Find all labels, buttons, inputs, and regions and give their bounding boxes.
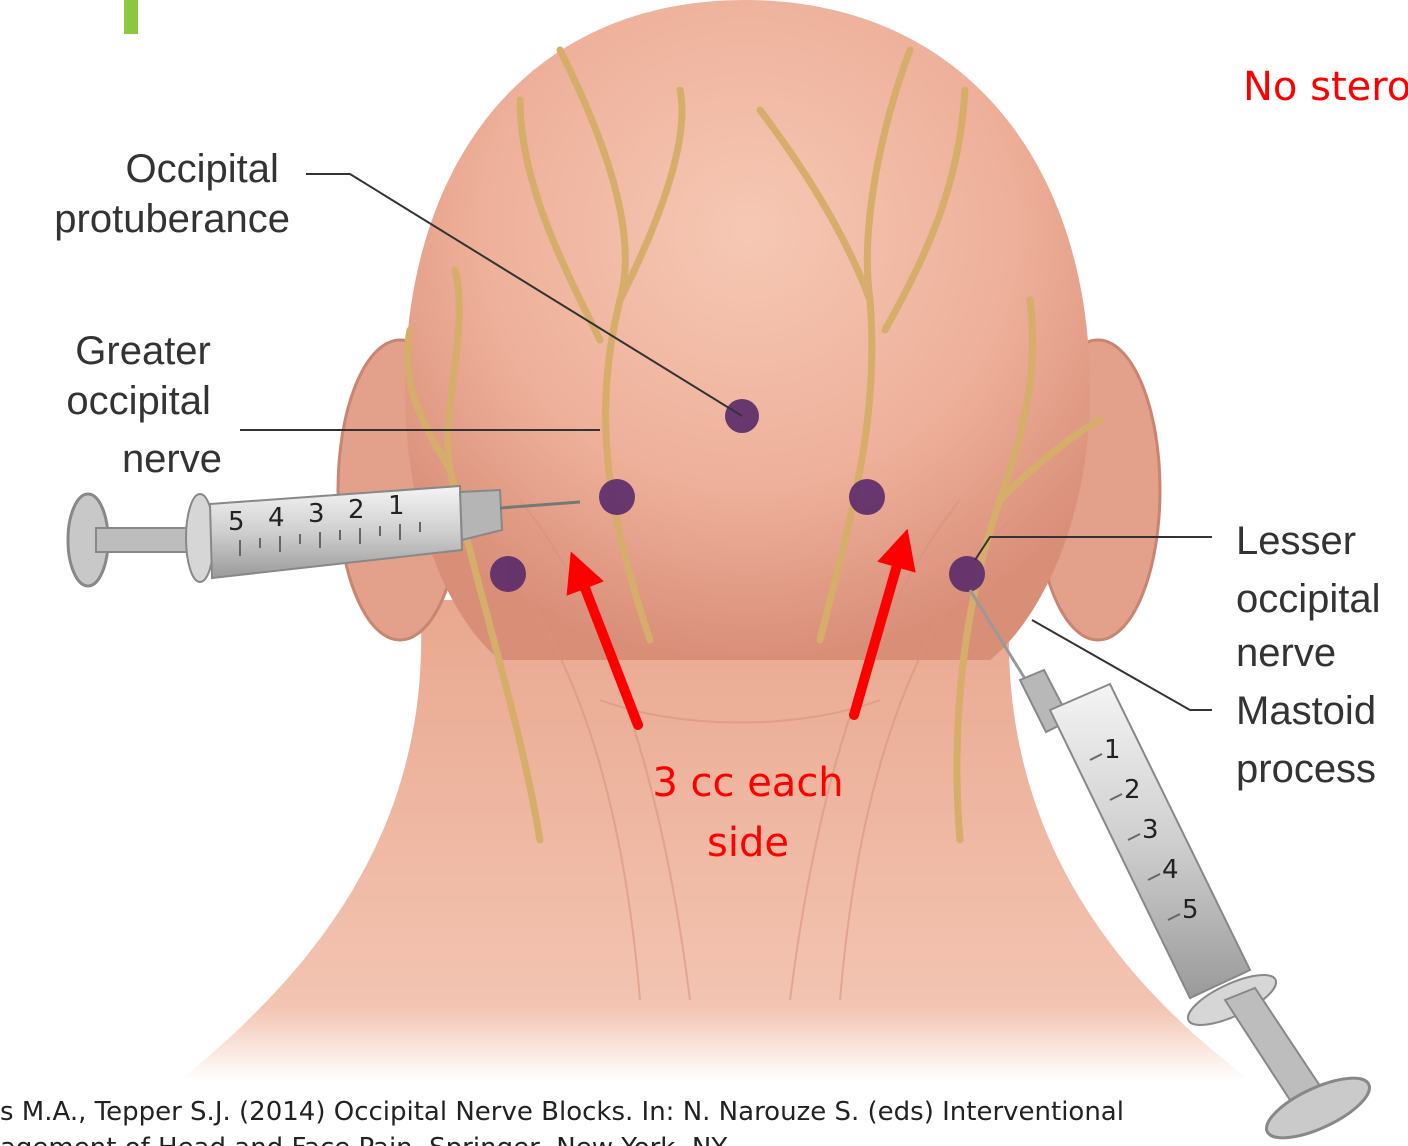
label-occipital-protuberance: Occipital protuberance bbox=[54, 147, 290, 241]
site-greater-right bbox=[849, 479, 885, 515]
label-occipital-protuberance-line2: protuberance bbox=[54, 197, 290, 241]
label-greater-occipital-nerve: Greater occipital nerve bbox=[66, 329, 222, 481]
syringe-left-scale-2: 2 bbox=[348, 495, 365, 525]
site-lesser-right bbox=[949, 556, 985, 592]
syringe-right-scale-5: 5 bbox=[1182, 895, 1199, 925]
syringe-left-scale-5: 5 bbox=[228, 507, 245, 537]
label-mastoid-process-line2: process bbox=[1236, 747, 1376, 791]
label-lesser-occipital-nerve: Lesser occipital nerve bbox=[1236, 519, 1392, 675]
header-note: No stero bbox=[1243, 64, 1408, 110]
leader-mastoid-process bbox=[1032, 620, 1212, 710]
label-lesser-occipital-nerve-line3: nerve bbox=[1236, 631, 1336, 675]
label-occipital-protuberance-line1: Occipital bbox=[125, 147, 278, 191]
label-lesser-occipital-nerve-line2: occipital bbox=[1236, 577, 1381, 621]
syringe-right-scale-2: 2 bbox=[1124, 775, 1141, 805]
syringe-right-scale-3: 3 bbox=[1142, 815, 1159, 845]
site-greater-left bbox=[599, 479, 635, 515]
label-greater-occipital-nerve-line3: nerve bbox=[122, 437, 222, 481]
dose-label-line2: side bbox=[707, 820, 789, 866]
syringe-left-scale-3: 3 bbox=[308, 499, 325, 529]
label-greater-occipital-nerve-line1: Greater bbox=[75, 329, 211, 373]
label-mastoid-process: Mastoid process bbox=[1236, 689, 1387, 791]
syringe-left-scale-4: 4 bbox=[268, 503, 285, 533]
label-greater-occipital-nerve-line2: occipital bbox=[66, 379, 211, 423]
syringe-right-scale-4: 4 bbox=[1162, 855, 1179, 885]
citation-line1: s M.A., Tepper S.J. (2014) Occipital Ner… bbox=[0, 1097, 1124, 1127]
dose-label-line1: 3 cc each bbox=[652, 760, 843, 806]
label-lesser-occipital-nerve-line1: Lesser bbox=[1236, 519, 1356, 563]
accent-bar bbox=[124, 0, 138, 34]
site-lesser-left bbox=[490, 556, 526, 592]
label-mastoid-process-line1: Mastoid bbox=[1236, 689, 1376, 733]
syringe-left-scale-1: 1 bbox=[388, 491, 405, 521]
syringe-right-scale-1: 1 bbox=[1104, 735, 1121, 765]
citation-line2: agement of Head and Face Pain. Springer,… bbox=[0, 1133, 727, 1146]
